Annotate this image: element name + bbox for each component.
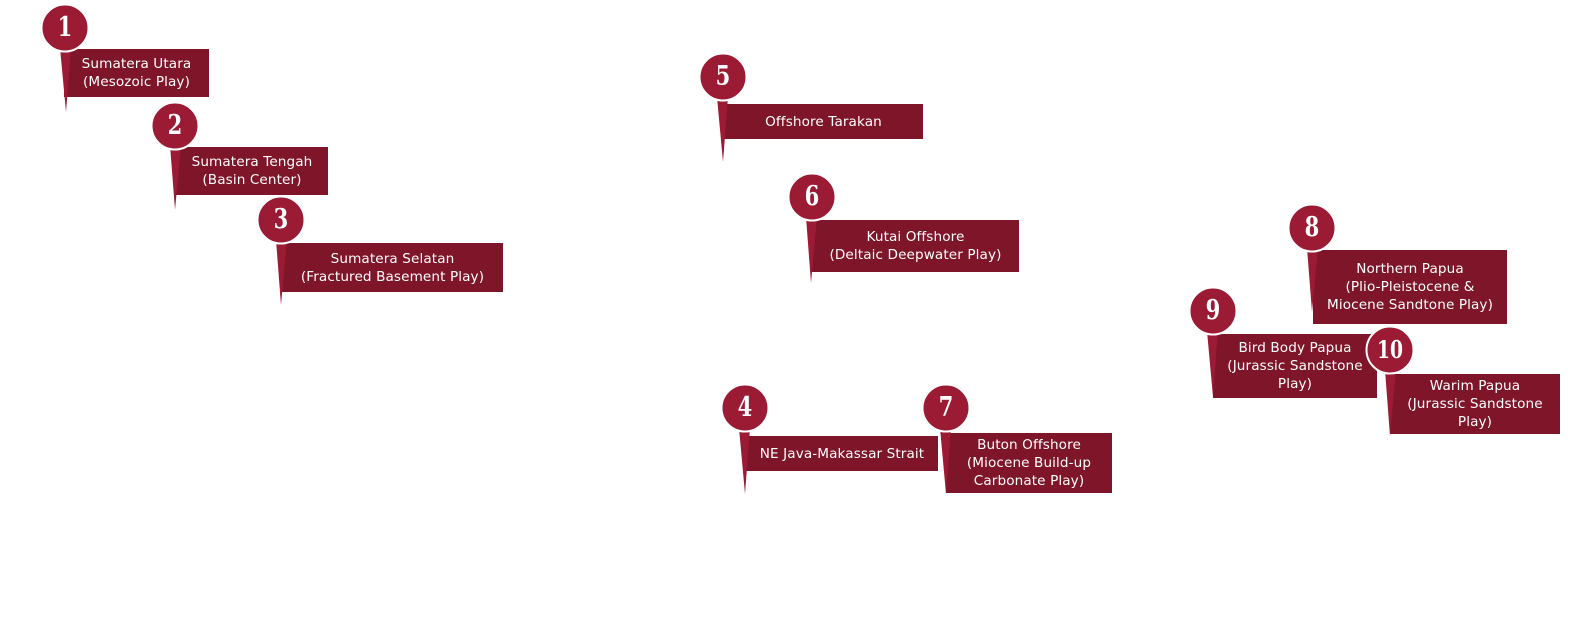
block-number-4: 4: [737, 392, 753, 423]
block-number-1: 1: [57, 12, 73, 43]
block-number-5: 5: [715, 61, 731, 92]
block-label-northern-papua: Northern Papua (Plio-Pleistocene & Mioce…: [1313, 250, 1507, 324]
block-label-buton-offshore: Buton Offshore (Miocene Build-up Carbona…: [946, 433, 1112, 493]
block-label-bird-body-papua: Bird Body Papua (Jurassic Sandstone Play…: [1213, 334, 1377, 398]
block-number-9: 9: [1205, 295, 1221, 326]
block-number-2: 2: [167, 110, 183, 141]
block-number-7: 7: [938, 392, 954, 423]
block-label-offshore-tarakan: Offshore Tarakan: [724, 104, 923, 139]
block-label-warim-papua: Warim Papua (Jurassic Sandstone Play): [1390, 374, 1560, 434]
block-number-8: 8: [1304, 212, 1320, 243]
block-number-6: 6: [804, 181, 820, 212]
block-number-3: 3: [273, 204, 289, 235]
block-number-10: 10: [1376, 335, 1404, 364]
block-label-ne-java-makassar: NE Java-Makassar Strait: [746, 436, 938, 471]
block-label-sumatera-selatan: Sumatera Selatan (Fractured Basement Pla…: [282, 243, 503, 292]
block-label-sumatera-utara: Sumatera Utara (Mesozoic Play): [64, 49, 209, 97]
block-label-kutai-offshore: Kutai Offshore (Deltaic Deepwater Play): [812, 220, 1019, 272]
block-label-sumatera-tengah: Sumatera Tengah (Basin Center): [176, 147, 328, 195]
